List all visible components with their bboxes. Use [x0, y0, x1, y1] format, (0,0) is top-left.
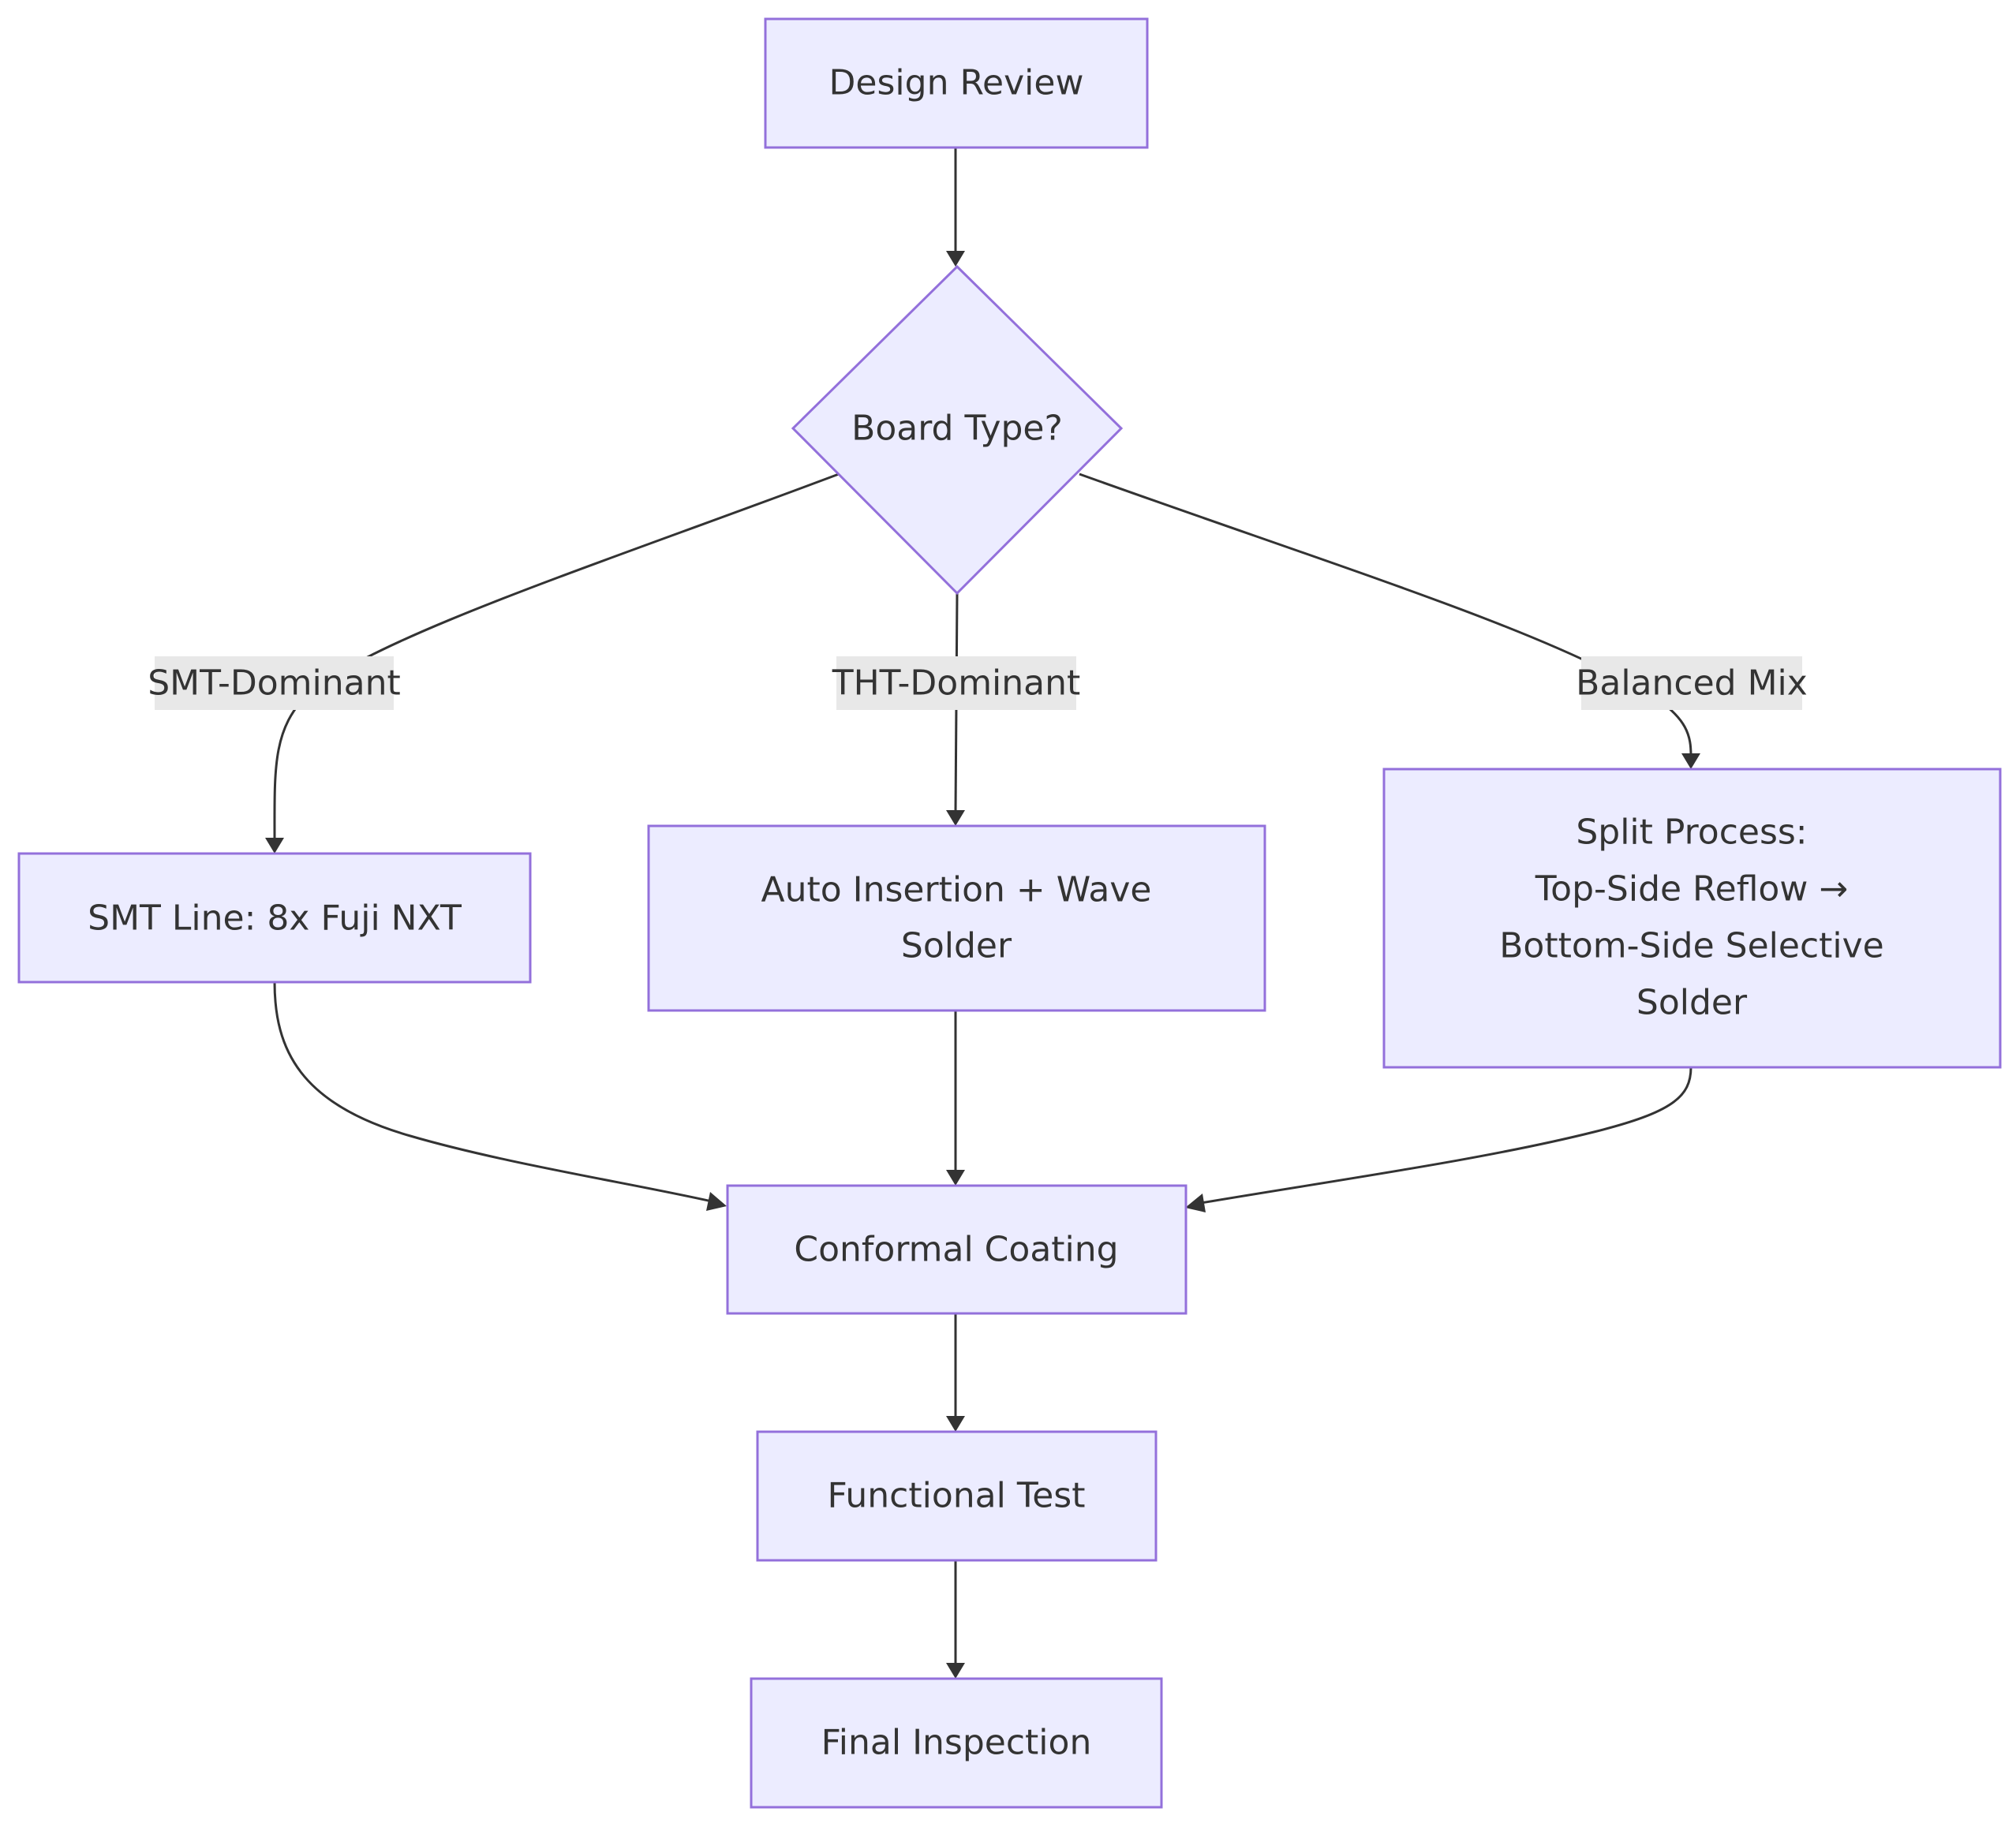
arrowhead-split-process — [1681, 753, 1700, 769]
node-board-type-decision[interactable]: Board Type? — [791, 264, 1124, 596]
node-functional-test[interactable]: Functional Test — [756, 1430, 1158, 1562]
arrowhead-conformal-right — [1185, 1194, 1206, 1212]
node-smt-line[interactable]: SMT Line: 8x Fuji NXT — [17, 852, 532, 984]
edge-label-smt-dominant-text: SMT-Dominant — [148, 663, 400, 704]
arrowhead-functional-test — [946, 1416, 965, 1432]
node-split-process-line-3: Bottom-Side Selective — [1499, 926, 1883, 966]
node-split-process-line-4: Solder — [1636, 983, 1748, 1023]
arrowhead-board-type — [946, 251, 965, 267]
node-auto-insertion[interactable]: Auto Insertion + Wave Solder — [647, 824, 1266, 1012]
arrowhead-smt-line — [265, 838, 284, 854]
arrowhead-final-inspection — [946, 1663, 965, 1679]
node-smt-line-label: SMT Line: 8x Fuji NXT — [88, 898, 462, 939]
node-final-inspection-label: Final Inspection — [821, 1723, 1092, 1763]
edge-split-process-to-conformal-coating — [1200, 1067, 1692, 1205]
node-auto-insertion-line-1: Auto Insertion + Wave — [761, 870, 1152, 910]
arrowhead-conformal-top — [946, 1170, 965, 1186]
edge-label-balanced-mix: Balanced Mix — [1576, 656, 1808, 710]
edge-board-type-to-split-process — [1079, 473, 1692, 756]
node-conformal-coating[interactable]: Conformal Coating — [726, 1184, 1188, 1315]
node-final-inspection[interactable]: Final Inspection — [750, 1677, 1163, 1809]
nodes: Design Review Board Type? SMT Line: 8x F… — [17, 17, 2002, 1809]
edge-label-tht-dominant-text: THT-Dominant — [832, 663, 1081, 704]
arrowhead-auto-insertion — [946, 810, 965, 826]
edge-labels: SMT-Dominant THT-Dominant Balanced Mix — [148, 656, 1808, 710]
node-split-process[interactable]: Split Process: Top-Side Reflow → Bottom-… — [1382, 768, 2002, 1069]
node-split-process-line-2: Top-Side Reflow → — [1535, 869, 1848, 910]
node-design-review[interactable]: Design Review — [764, 17, 1149, 149]
edges — [265, 148, 1700, 1679]
node-design-review-label: Design Review — [829, 63, 1084, 103]
node-conformal-coating-label: Conformal Coating — [794, 1230, 1118, 1270]
node-split-process-line-1: Split Process: — [1576, 813, 1807, 853]
arrowhead-conformal-left — [706, 1192, 727, 1211]
node-functional-test-label: Functional Test — [828, 1476, 1086, 1516]
node-board-type-label: Board Type? — [851, 409, 1063, 449]
edge-label-tht-dominant: THT-Dominant — [832, 656, 1081, 710]
edge-smt-line-to-conformal-coating — [273, 981, 713, 1203]
edge-label-smt-dominant: SMT-Dominant — [148, 656, 401, 710]
edge-label-balanced-mix-text: Balanced Mix — [1576, 663, 1808, 704]
node-auto-insertion-line-2: Solder — [901, 926, 1012, 966]
